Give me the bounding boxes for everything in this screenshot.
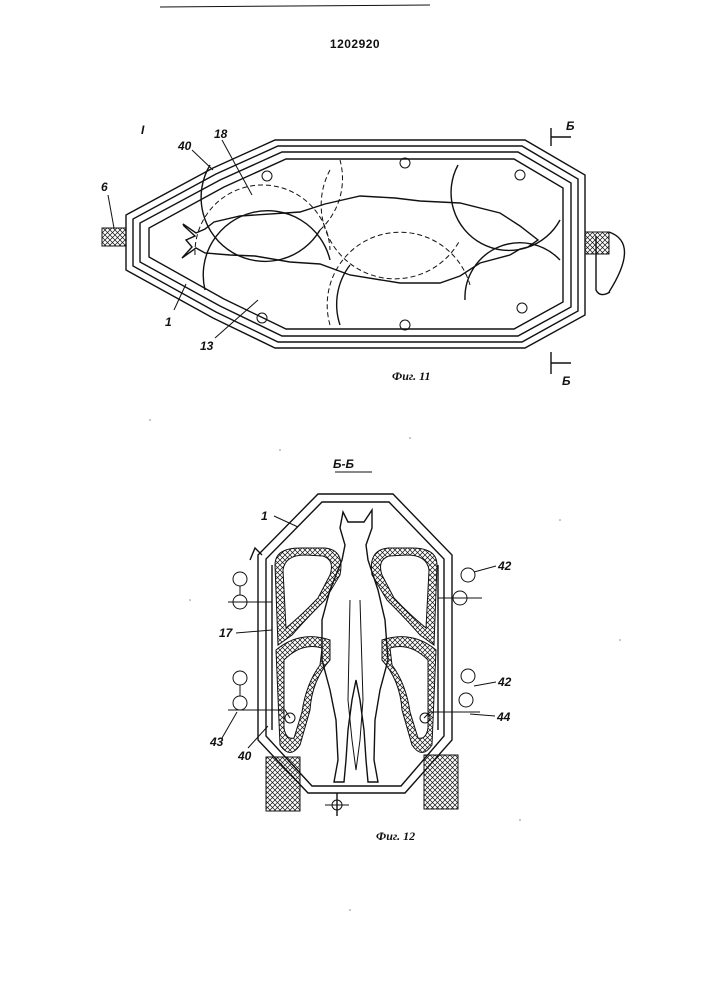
fig12-drawing: [228, 494, 482, 816]
fig12-label-40: 40: [237, 749, 252, 763]
fig12-wheel-right: [424, 755, 458, 809]
fig11-valve-top-left: [262, 171, 272, 181]
fig11-label-6: 6: [101, 180, 108, 194]
fig11-cushion-bot-right: [465, 243, 560, 300]
fig11-valve-bot-right: [517, 303, 527, 313]
fig12-wheel-left: [266, 757, 300, 811]
fig11-label-1: 1: [165, 315, 172, 329]
fig11-valve-top-right: [515, 170, 525, 180]
fig12-gauge-left-lower: [233, 671, 247, 685]
fig12-gauge-left-upper: [233, 572, 247, 586]
leader-42-upper: [474, 566, 496, 572]
leader-40-fig11: [192, 150, 213, 170]
fig11-cushion-top-right: [451, 165, 560, 250]
fig11-label-40: 40: [177, 139, 192, 153]
margin-mark: I: [141, 123, 145, 137]
fig11-cushion-bot-left-hidden: [195, 185, 330, 255]
patent-number: 1202920: [330, 37, 380, 51]
fig11-caption: Фиг. 11: [392, 369, 430, 383]
fig12-section-title: Б-Б: [333, 457, 354, 471]
fig11-label-18: 18: [214, 127, 228, 141]
fig12-hook: [250, 548, 262, 560]
fig12-label-44: 44: [496, 710, 511, 724]
fig11-left-connector: [102, 228, 126, 246]
fig11-hose: [609, 232, 625, 292]
fig11-cushion-top-left-hidden: [320, 160, 343, 230]
leader-43: [222, 712, 237, 738]
section-mark-bottom-label: Б: [562, 374, 571, 388]
fig12-valve-right-lower: [459, 693, 473, 707]
fig12-gauge-right-upper: [461, 568, 475, 582]
fig12-label-42-lower: 42: [497, 675, 512, 689]
fig11-right-connector: [585, 232, 609, 254]
fig12-label-1: 1: [261, 509, 268, 523]
fig11-label-13: 13: [200, 339, 214, 353]
leader-44: [470, 714, 495, 716]
fig12-label-17: 17: [219, 626, 234, 640]
fig12-gauge-right-lower: [461, 669, 475, 683]
fig11-cushion-top-left: [201, 165, 320, 261]
fig12-valve-left-lower: [233, 696, 247, 710]
fig12-label-42-upper: 42: [497, 559, 512, 573]
fig11-cushion-bot-left: [203, 211, 330, 290]
section-mark-top-label: Б: [566, 119, 575, 133]
fig11-drawing: [102, 140, 625, 348]
leader-6: [108, 195, 114, 228]
fig12-label-43: 43: [209, 735, 224, 749]
fig11-section-mark-bottom: [551, 352, 571, 374]
top-rule: [160, 5, 430, 7]
fig12-caption: Фиг. 12: [376, 829, 415, 843]
leader-42-lower: [474, 682, 496, 686]
